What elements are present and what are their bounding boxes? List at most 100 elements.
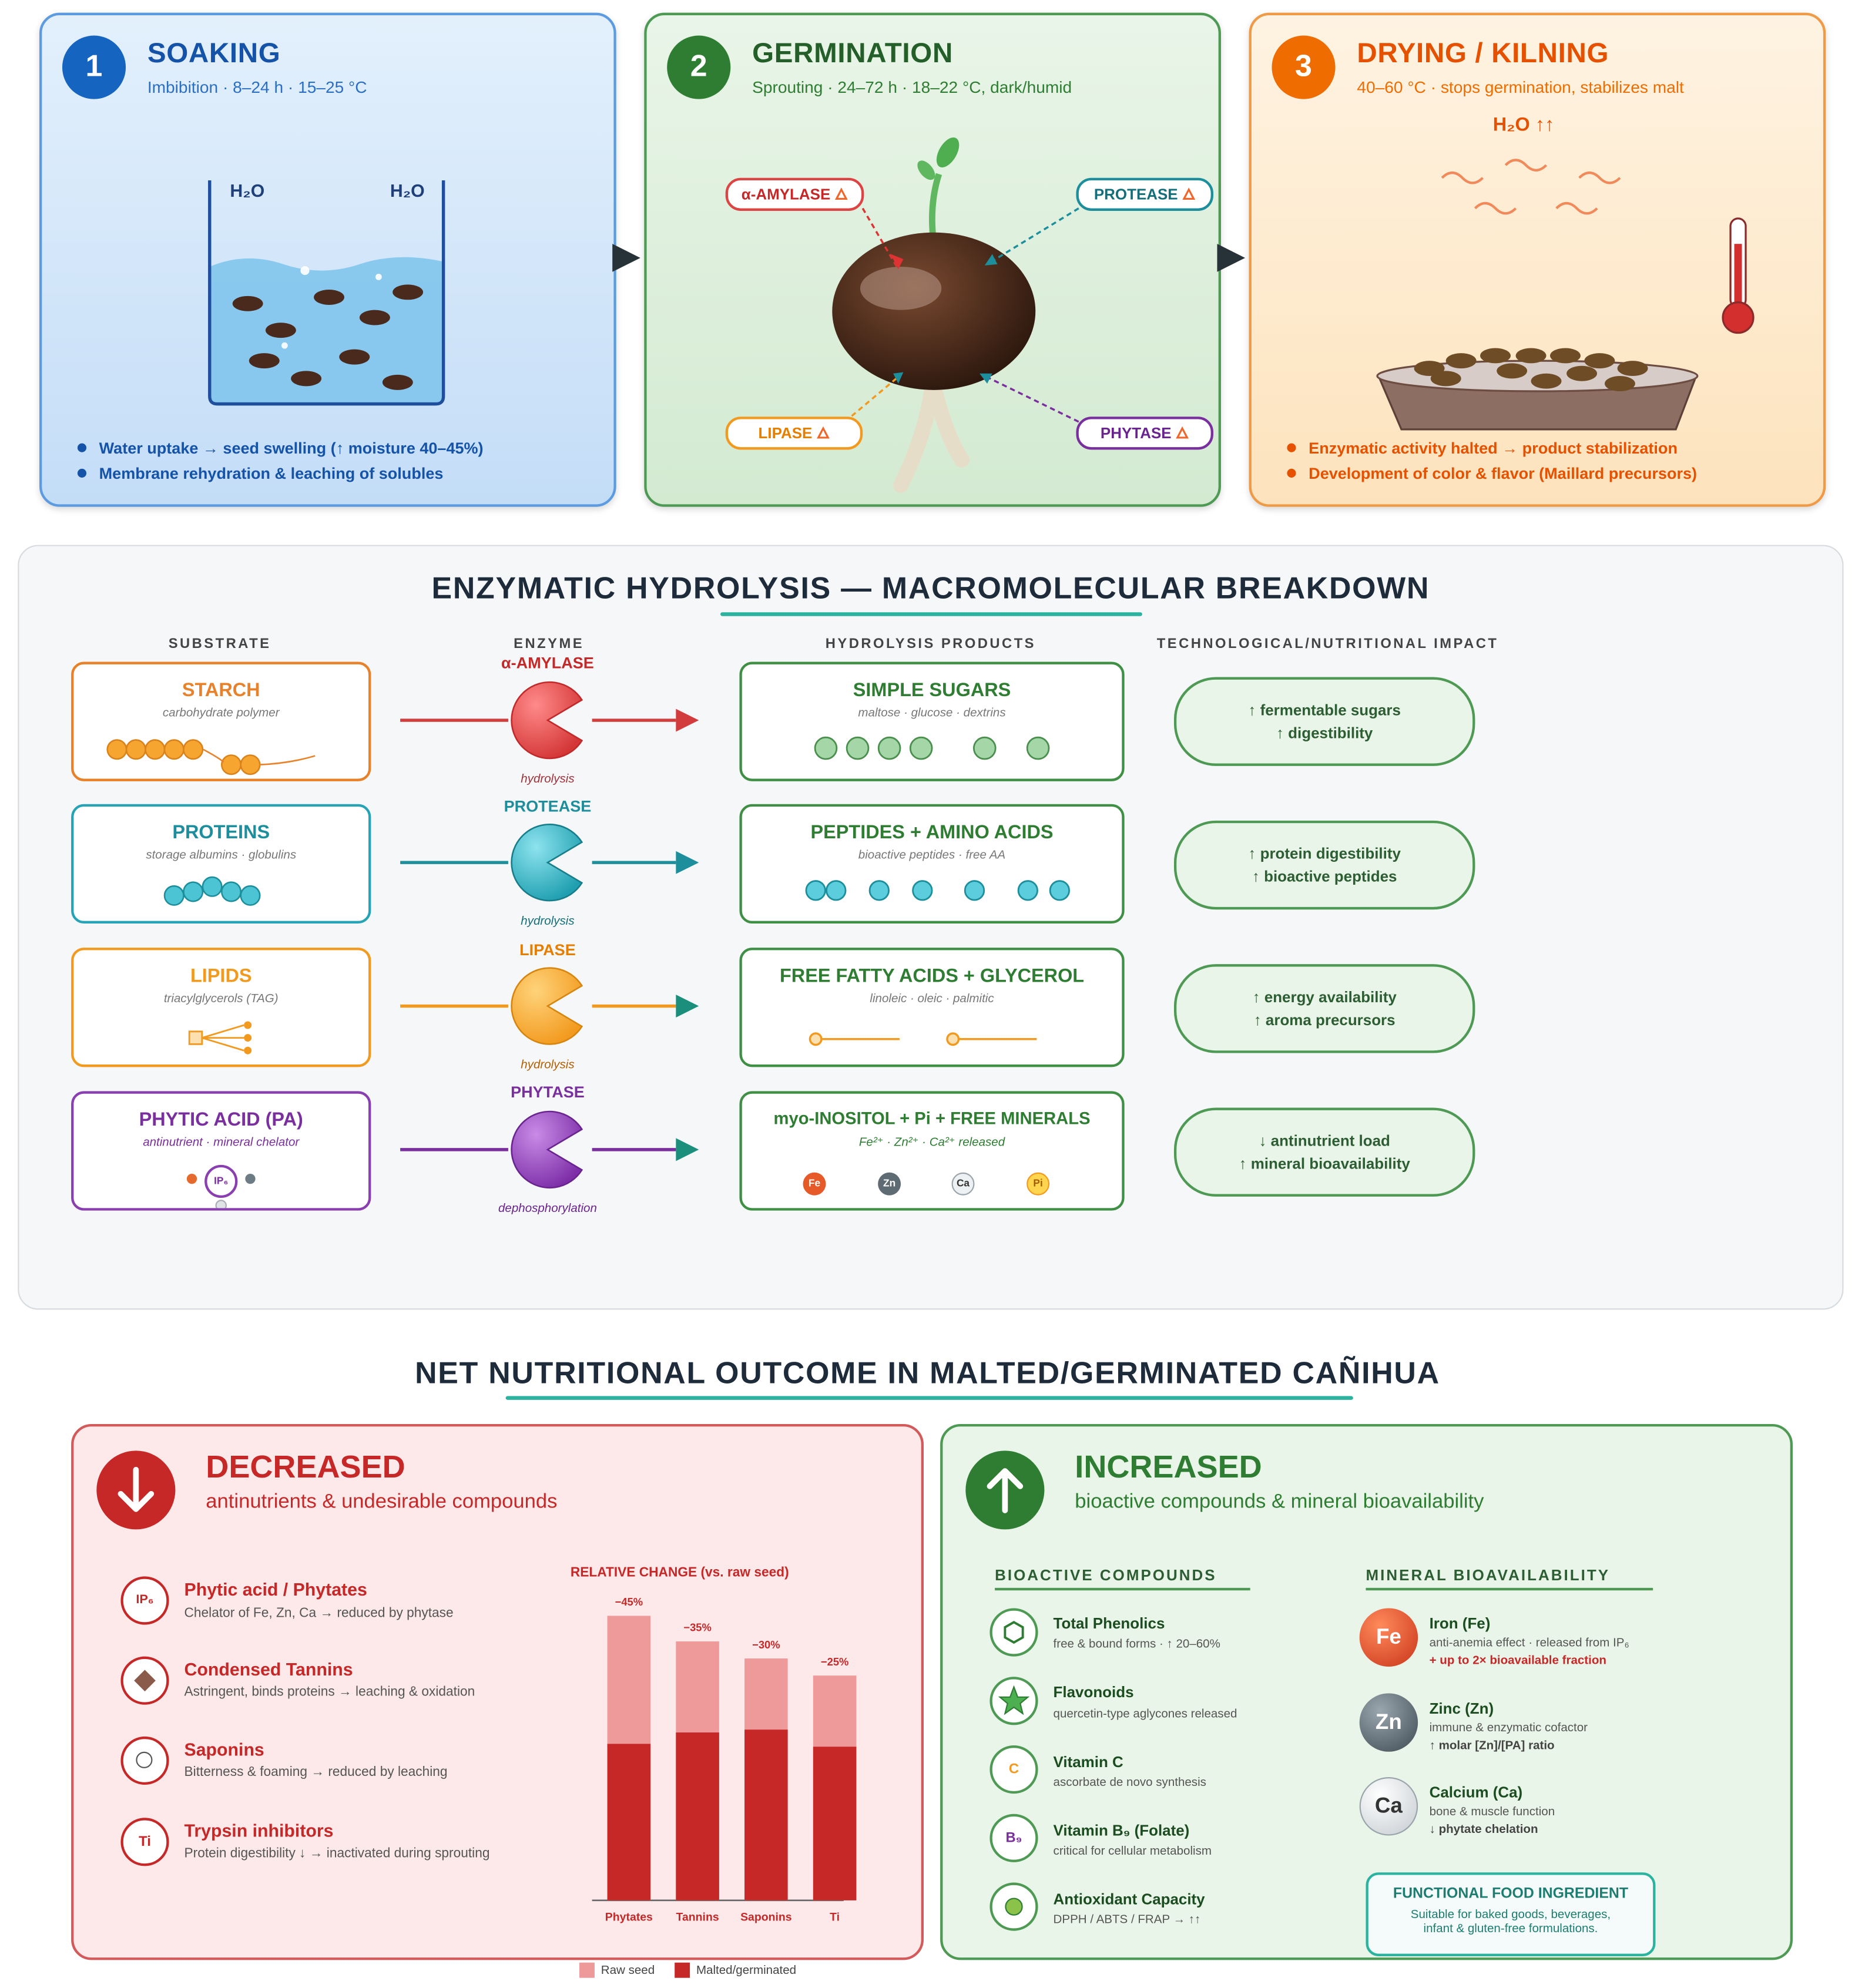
product-box-peptides: PEPTIDES + AMINO ACIDS bioactive peptide…	[739, 804, 1125, 924]
category-tick-label: Phytates	[605, 1910, 653, 1923]
flame-icon: 🜂	[1182, 185, 1196, 203]
flame-icon: 🜂	[1175, 424, 1189, 442]
item-desc: free & bound forms · ↑ 20–60%	[1053, 1637, 1220, 1651]
phenolic-hexagon-icon	[989, 1608, 1038, 1657]
substrate-subtitle: carbohydrate polymer	[162, 706, 280, 721]
enzyme-action-label: hydrolysis	[521, 1058, 575, 1072]
zinc-symbol-icon: Zn	[1359, 1693, 1418, 1752]
starch-chain-icon	[106, 739, 316, 775]
item-desc: critical for cellular metabolism	[1053, 1844, 1212, 1859]
product-name: FREE FATTY ACIDS + GLYCEROL	[779, 965, 1085, 988]
substrate-name: STARCH	[182, 679, 260, 701]
legend-swatch-raw	[579, 1962, 595, 1978]
enzyme-arrow-phytase	[400, 1110, 699, 1189]
decreased-panel: DECREASED antinutrients & undesirable co…	[71, 1423, 924, 1960]
mineral-highlight: ↑ molar [Zn]/[PA] ratio	[1429, 1739, 1555, 1753]
germinating-seed-illustration	[832, 137, 1079, 493]
product-name: myo-INOSITOL + Pi + FREE MINERALS	[773, 1109, 1091, 1129]
saponin-bubble-icon	[120, 1736, 169, 1785]
stage-drying: 3 DRYING / KILNING 40–60 °C · stops germ…	[1249, 12, 1826, 507]
amino-acids-icon	[805, 880, 1070, 901]
enzyme-action-label: hydrolysis	[521, 914, 575, 929]
outcome-title: NET NUTRITIONAL OUTCOME IN MALTED/GERMIN…	[415, 1356, 1440, 1391]
water-label: H₂O	[390, 180, 425, 201]
sugar-monomers-icon	[814, 736, 1050, 760]
enzyme-label: PHYTASE	[511, 1083, 585, 1102]
item-desc: Chelator of Fe, Zn, Ca → reduced by phyt…	[184, 1606, 454, 1621]
enzyme-arrow-lipase	[400, 967, 699, 1045]
substrate-box-proteins: PROTEINS storage albumins · globulins	[71, 804, 371, 924]
column-header: ENZYME	[514, 636, 585, 652]
triglyceride-icon	[188, 1021, 252, 1055]
legend-label: Malted/germinated	[696, 1963, 797, 1978]
category-tick-label: Tannins	[676, 1910, 719, 1923]
stage-number-badge: 3	[1272, 35, 1336, 99]
item-title: Saponins	[184, 1739, 264, 1759]
soaking-beaker-illustration	[208, 180, 445, 406]
enzyme-label: α-AMYLASE	[501, 654, 594, 672]
item-desc: ascorbate de novo synthesis	[1053, 1775, 1206, 1790]
bar-data-label: −35%	[683, 1621, 711, 1634]
functional-food-box: FUNCTIONAL FOOD INGREDIENT Suitable for …	[1366, 1872, 1656, 1956]
item-title: Vitamin B₉ (Folate)	[1053, 1821, 1190, 1840]
enzyme-tag-protease: PROTEASE 🜂	[1076, 177, 1213, 211]
mineral-token-zn: Zn	[878, 1172, 901, 1196]
mineral-highlight: ↓ phytate chelation	[1429, 1822, 1538, 1837]
calcium-symbol-icon: Ca	[1359, 1777, 1418, 1836]
bar-data-label: −25%	[821, 1655, 848, 1668]
kiln-tray-illustration	[1376, 159, 1755, 431]
tannin-diamond-icon	[120, 1656, 169, 1705]
impact-pill: ↑ energy availability ↑ aroma precursors	[1173, 964, 1475, 1053]
mineral-token-fe: Fe	[803, 1172, 826, 1196]
header-underline	[995, 1587, 1250, 1591]
stage-title: SOAKING	[147, 36, 281, 69]
enzyme-tag-amylase: α-AMYLASE 🜂	[725, 177, 864, 211]
product-subtitle: linoleic · oleic · palmitic	[870, 992, 994, 1006]
product-subtitle: Fe²⁺ · Zn²⁺ · Ca²⁺ released	[858, 1136, 1005, 1150]
item-title: Condensed Tannins	[184, 1658, 353, 1680]
enzyme-label: LIPASE	[519, 941, 576, 959]
mineral-title: Calcium (Ca)	[1429, 1783, 1523, 1802]
flame-icon: 🜂	[834, 185, 848, 203]
stage-subtitle: Imbibition · 8–24 h · 15–25 °C	[147, 77, 367, 97]
item-desc: Bitterness & foaming → reduced by leachi…	[184, 1764, 448, 1780]
section-title: ENZYMATIC HYDROLYSIS — MACROMOLECULAR BR…	[431, 572, 1430, 606]
water-label: H₂O	[230, 180, 265, 201]
stage-arrow-icon	[612, 244, 640, 272]
bar-data-label: −45%	[615, 1596, 643, 1608]
substrate-subtitle: storage albumins · globulins	[146, 848, 297, 863]
enzyme-action-label: dephosphorylation	[498, 1201, 597, 1216]
item-desc: Protein digestibility ↓ → inactivated du…	[184, 1845, 490, 1861]
phytate-chelate-icon	[186, 1164, 256, 1208]
mineral-title: Zinc (Zn)	[1429, 1700, 1494, 1718]
fatty-acid-chains-icon	[809, 1032, 1037, 1046]
item-title: Vitamin C	[1053, 1752, 1123, 1771]
stage-soaking: 1 SOAKING Imbibition · 8–24 h · 15–25 °C…	[39, 12, 616, 507]
enzyme-pacman-icon	[511, 681, 583, 760]
vitamin-b9-icon: B₉	[989, 1814, 1038, 1862]
stage-title: GERMINATION	[752, 36, 953, 69]
title-underline	[505, 1396, 1353, 1400]
mineral-header: MINERAL BIOAVAILABILITY	[1366, 1566, 1611, 1584]
stage-subtitle: Sprouting · 24–72 h · 18–22 °C, dark/hum…	[752, 77, 1072, 97]
chart-title: RELATIVE CHANGE (vs. raw seed)	[570, 1564, 789, 1580]
stage-title: DRYING / KILNING	[1357, 36, 1609, 69]
stage-number-badge: 2	[667, 35, 731, 99]
steam-label: H₂O ↑↑	[1492, 114, 1555, 136]
panel-title: INCREASED	[1075, 1449, 1262, 1485]
item-desc: quercetin-type aglycones released	[1053, 1707, 1237, 1721]
panel-title: DECREASED	[206, 1449, 405, 1485]
mineral-highlight: + up to 2× bioavailable fraction	[1429, 1654, 1606, 1668]
bioactive-header: BIOACTIVE COMPOUNDS	[995, 1566, 1217, 1584]
column-header: SUBSTRATE	[168, 636, 271, 652]
item-title: Phytic acid / Phytates	[184, 1579, 367, 1600]
item-title: Trypsin inhibitors	[184, 1820, 334, 1841]
column-header: TECHNOLOGICAL/NUTRITIONAL IMPACT	[1156, 636, 1499, 652]
stage-bullet: Water uptake → seed swelling (↑ moisture…	[78, 439, 484, 457]
trypsin-inhibitor-icon: Ti	[120, 1818, 169, 1866]
stage-bullet: Enzymatic activity halted → product stab…	[1287, 439, 1678, 457]
stage-arrow-icon	[1217, 244, 1246, 272]
legend-label: Raw seed	[601, 1963, 655, 1978]
item-desc: DPPH / ABTS / FRAP → ↑↑	[1053, 1913, 1201, 1927]
substrate-box-phytic-acid: PHYTIC ACID (PA) antinutrient · mineral …	[71, 1091, 371, 1211]
